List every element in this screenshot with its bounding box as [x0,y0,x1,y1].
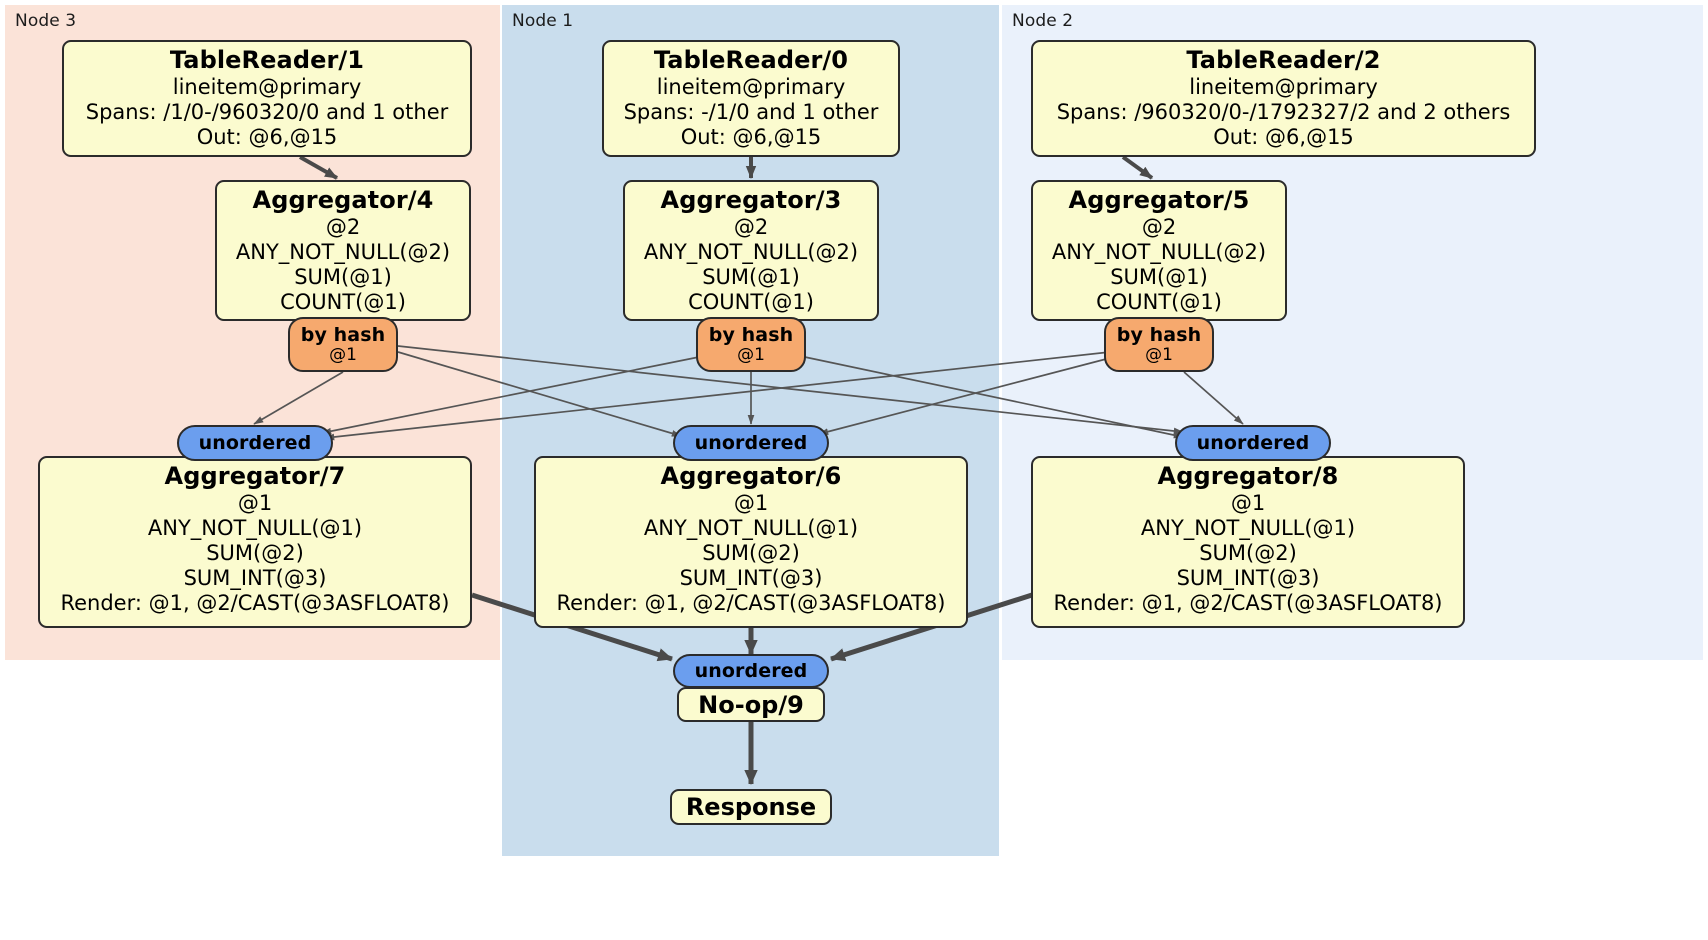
processor-detail-line: SUM(@2) [206,541,304,566]
processor-table-reader-2[interactable]: TableReader/2 lineitem@primary Spans: /9… [1031,40,1536,157]
processor-detail-line: @1 [733,491,769,516]
processor-detail-line: Render: @1, @2/CAST(@3ASFLOAT8) [1053,591,1443,616]
processor-detail-line: lineitem@primary [172,75,362,100]
processor-title: Aggregator/3 [660,186,842,214]
processor-detail-line: ANY_NOT_NULL(@1) [147,516,363,541]
processor-title: TableReader/0 [653,46,849,74]
processor-title: TableReader/1 [169,46,365,74]
node-panel-label-node2: Node 2 [1012,11,1074,31]
router-label: by hash [1116,324,1202,347]
processor-title: TableReader/2 [1186,46,1381,74]
processor-title: Response [685,793,817,821]
processor-title: Aggregator/8 [1157,462,1339,490]
processor-title: Aggregator/6 [660,462,842,490]
router-sublabel: @1 [1145,344,1173,365]
processor-detail-line: SUM(@2) [1199,541,1297,566]
processor-detail-line: SUM_INT(@3) [679,566,823,591]
router-by-hash-left[interactable]: by hash @1 [288,317,398,372]
processor-detail-line: COUNT(@1) [280,290,406,315]
processor-title: Aggregator/4 [252,186,434,214]
processor-detail-line: SUM_INT(@3) [183,566,327,591]
processor-detail-line: ANY_NOT_NULL(@1) [1140,516,1356,541]
processor-aggregator-6[interactable]: Aggregator/6 @1 ANY_NOT_NULL(@1) SUM(@2)… [534,456,968,628]
router-sublabel: @1 [737,344,765,365]
processor-detail-line: lineitem@primary [1189,75,1378,100]
processor-detail-line: ANY_NOT_NULL(@2) [235,240,451,265]
node-panel-label-node3: Node 3 [15,11,77,31]
processor-detail-line: COUNT(@1) [688,290,814,315]
processor-detail-line: Spans: -/1/0 and 1 other [623,100,879,125]
processor-detail-line: @1 [237,491,273,516]
processor-detail-line: SUM(@1) [294,265,392,290]
router-label: by hash [708,324,794,347]
processor-detail-line: @1 [1230,491,1266,516]
processor-aggregator-3[interactable]: Aggregator/3 @2 ANY_NOT_NULL(@2) SUM(@1)… [623,180,879,321]
processor-detail-line: Out: @6,@15 [680,125,822,150]
processor-table-reader-0[interactable]: TableReader/0 lineitem@primary Spans: -/… [602,40,900,157]
processor-detail-line: SUM(@1) [702,265,800,290]
processor-detail-line: @2 [1141,215,1177,240]
processor-detail-line: SUM(@2) [702,541,800,566]
router-unordered-center[interactable]: unordered [673,425,829,461]
processor-aggregator-4[interactable]: Aggregator/4 @2 ANY_NOT_NULL(@2) SUM(@1)… [215,180,471,321]
processor-detail-line: Render: @1, @2/CAST(@3ASFLOAT8) [556,591,946,616]
processor-detail-line: Out: @6,@15 [1213,125,1354,150]
processor-aggregator-8[interactable]: Aggregator/8 @1 ANY_NOT_NULL(@1) SUM(@2)… [1031,456,1465,628]
router-unordered-right[interactable]: unordered [1175,425,1331,461]
processor-detail-line: SUM(@1) [1110,265,1208,290]
processor-detail-line: @2 [325,215,361,240]
router-label: unordered [1196,431,1310,454]
router-sublabel: @1 [329,344,357,365]
processor-detail-line: lineitem@primary [656,75,846,100]
router-unordered-final[interactable]: unordered [673,654,829,688]
router-label: unordered [694,659,808,682]
router-label: unordered [694,431,808,454]
processor-detail-line: ANY_NOT_NULL(@2) [1051,240,1267,265]
processor-aggregator-7[interactable]: Aggregator/7 @1 ANY_NOT_NULL(@1) SUM(@2)… [38,456,472,628]
processor-detail-line: SUM_INT(@3) [1176,566,1320,591]
processor-detail-line: Spans: /1/0-/960320/0 and 1 other [85,100,449,125]
router-by-hash-center[interactable]: by hash @1 [696,317,806,372]
processor-detail-line: @2 [733,215,769,240]
processor-response[interactable]: Response [670,789,832,825]
router-unordered-left[interactable]: unordered [177,425,333,461]
processor-detail-line: COUNT(@1) [1096,290,1222,315]
processor-title: Aggregator/5 [1068,186,1250,214]
node-panel-label-node1: Node 1 [512,11,574,31]
processor-no-op-9[interactable]: No-op/9 [677,687,825,722]
router-by-hash-right[interactable]: by hash @1 [1104,317,1214,372]
router-label: unordered [198,431,312,454]
processor-detail-line: Spans: /960320/0-/1792327/2 and 2 others [1056,100,1511,125]
processor-detail-line: ANY_NOT_NULL(@2) [643,240,859,265]
processor-detail-line: Out: @6,@15 [196,125,338,150]
router-label: by hash [300,324,386,347]
processor-detail-line: ANY_NOT_NULL(@1) [643,516,859,541]
processor-title: Aggregator/7 [164,462,346,490]
processor-aggregator-5[interactable]: Aggregator/5 @2 ANY_NOT_NULL(@2) SUM(@1)… [1031,180,1287,321]
processor-title: No-op/9 [698,690,804,719]
processor-table-reader-1[interactable]: TableReader/1 lineitem@primary Spans: /1… [62,40,472,157]
processor-detail-line: Render: @1, @2/CAST(@3ASFLOAT8) [60,591,450,616]
